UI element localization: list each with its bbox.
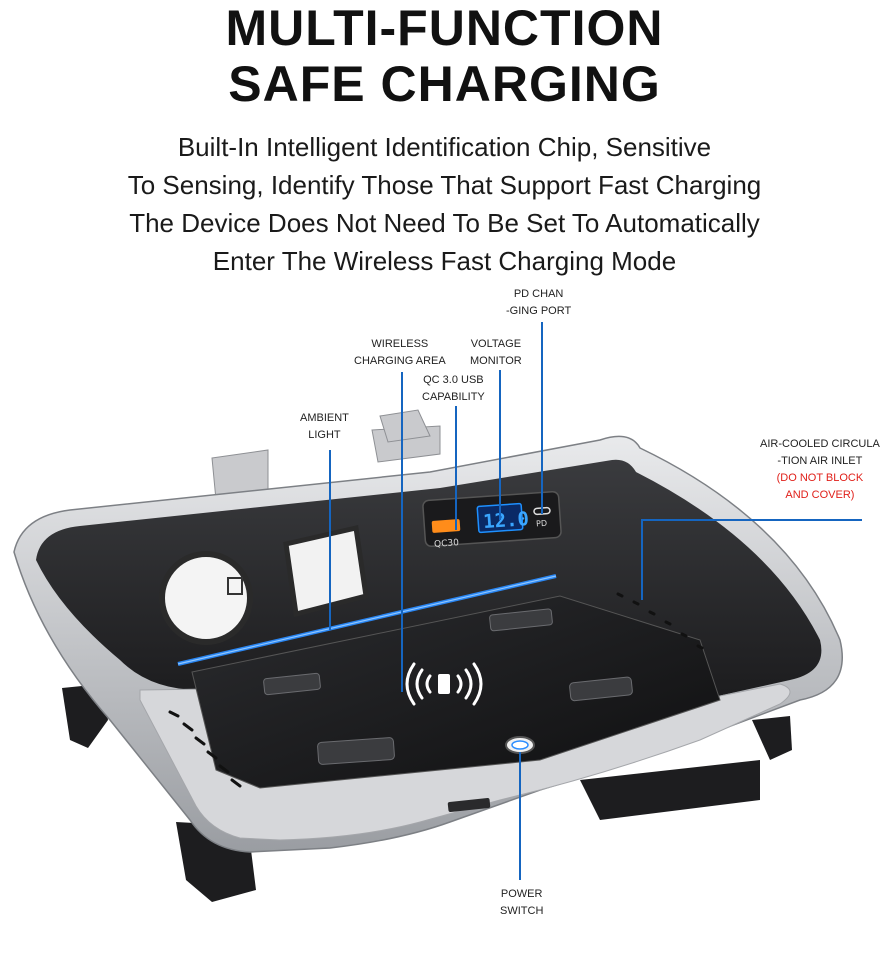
qc-usb-port (431, 519, 461, 533)
voltage-display: 12.0 (482, 508, 529, 533)
bottom-clips (62, 684, 792, 902)
pad-clips (263, 608, 633, 765)
round-socket (159, 551, 253, 645)
charging-pad (191, 595, 721, 789)
power-switch-button (505, 736, 535, 754)
description: Built-In Intelligent Identification Chip… (0, 128, 889, 280)
square-socket (283, 524, 369, 618)
description-line: Built-In Intelligent Identification Chip… (177, 132, 712, 162)
mounting-tabs (211, 409, 441, 501)
wireless-charging-icon (405, 662, 483, 706)
label-air-warning: (DO NOT BLOCK AND COVER) (776, 472, 864, 501)
left-vent-slots (168, 710, 242, 788)
heading-line-1: MULTI-FUNCTION (225, 0, 664, 56)
callout-lines (329, 322, 862, 880)
description-line: Enter The Wireless Fast Charging Mode (212, 246, 677, 276)
label-air-inlet: AIR-COOLED CIRCULA-TION AIR INLET (DO NO… (760, 436, 880, 504)
pd-badge: PD (536, 519, 548, 529)
label-pd-port: PD CHAN-GING PORT (506, 288, 572, 317)
description-line: To Sensing, Identify Those That Support … (127, 170, 762, 200)
heading-line-2: SAFE CHARGING (228, 56, 661, 112)
front-slot (447, 798, 491, 812)
qc-badge: QC30 (434, 538, 460, 550)
description-line: The Device Does Not Need To Be Set To Au… (129, 208, 760, 238)
right-vent-slots (616, 592, 704, 650)
